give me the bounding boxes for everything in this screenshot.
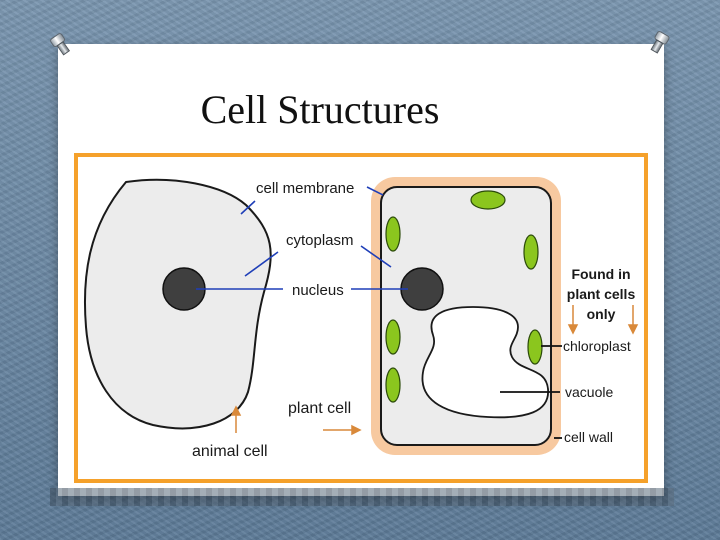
plant-cell-vacuole (421, 306, 549, 419)
cell-diagram-svg: cell membrane cytoplasm nucleus plant ce… (83, 177, 639, 460)
animal-cell-label: animal cell (192, 443, 268, 460)
plant-cell-right-arrow-icon (351, 424, 362, 436)
chloroplast-right-middle (527, 329, 543, 365)
chloroplast-left-middle (385, 319, 401, 355)
paper-shadow-edge (50, 488, 674, 506)
vacuole-label: vacuole (565, 384, 613, 400)
cell-wall-label: cell wall (564, 429, 613, 445)
chloroplast-left-upper (385, 216, 401, 252)
nucleus-label: nucleus (292, 282, 344, 299)
cell-membrane-label: cell membrane (256, 180, 354, 197)
found-in-plant-cells-label-line2: plant cells (567, 286, 636, 302)
cytoplasm-leader-line (244, 245, 392, 277)
cytoplasm-label: cytoplasm (286, 232, 354, 249)
found-in-plant-cells-label-line3: only (587, 306, 616, 322)
chloroplast-left-lower (385, 367, 401, 403)
slide-title: Cell Structures (200, 87, 440, 132)
found-in-right-down-arrow-icon (627, 324, 639, 335)
chloroplast-label: chloroplast (563, 338, 631, 354)
chloroplast-right-upper (523, 234, 539, 270)
cell-membrane-leader-line (240, 186, 384, 215)
found-in-plant-cells-label-line1: Found in (571, 266, 630, 282)
animal-cell-up-arrow-icon (230, 405, 242, 416)
chloroplast-top (470, 190, 506, 210)
plant-cell-label: plant cell (288, 400, 351, 417)
found-in-left-down-arrow-icon (567, 324, 579, 335)
cell-diagram-figure: cell membrane cytoplasm nucleus plant ce… (74, 153, 648, 483)
